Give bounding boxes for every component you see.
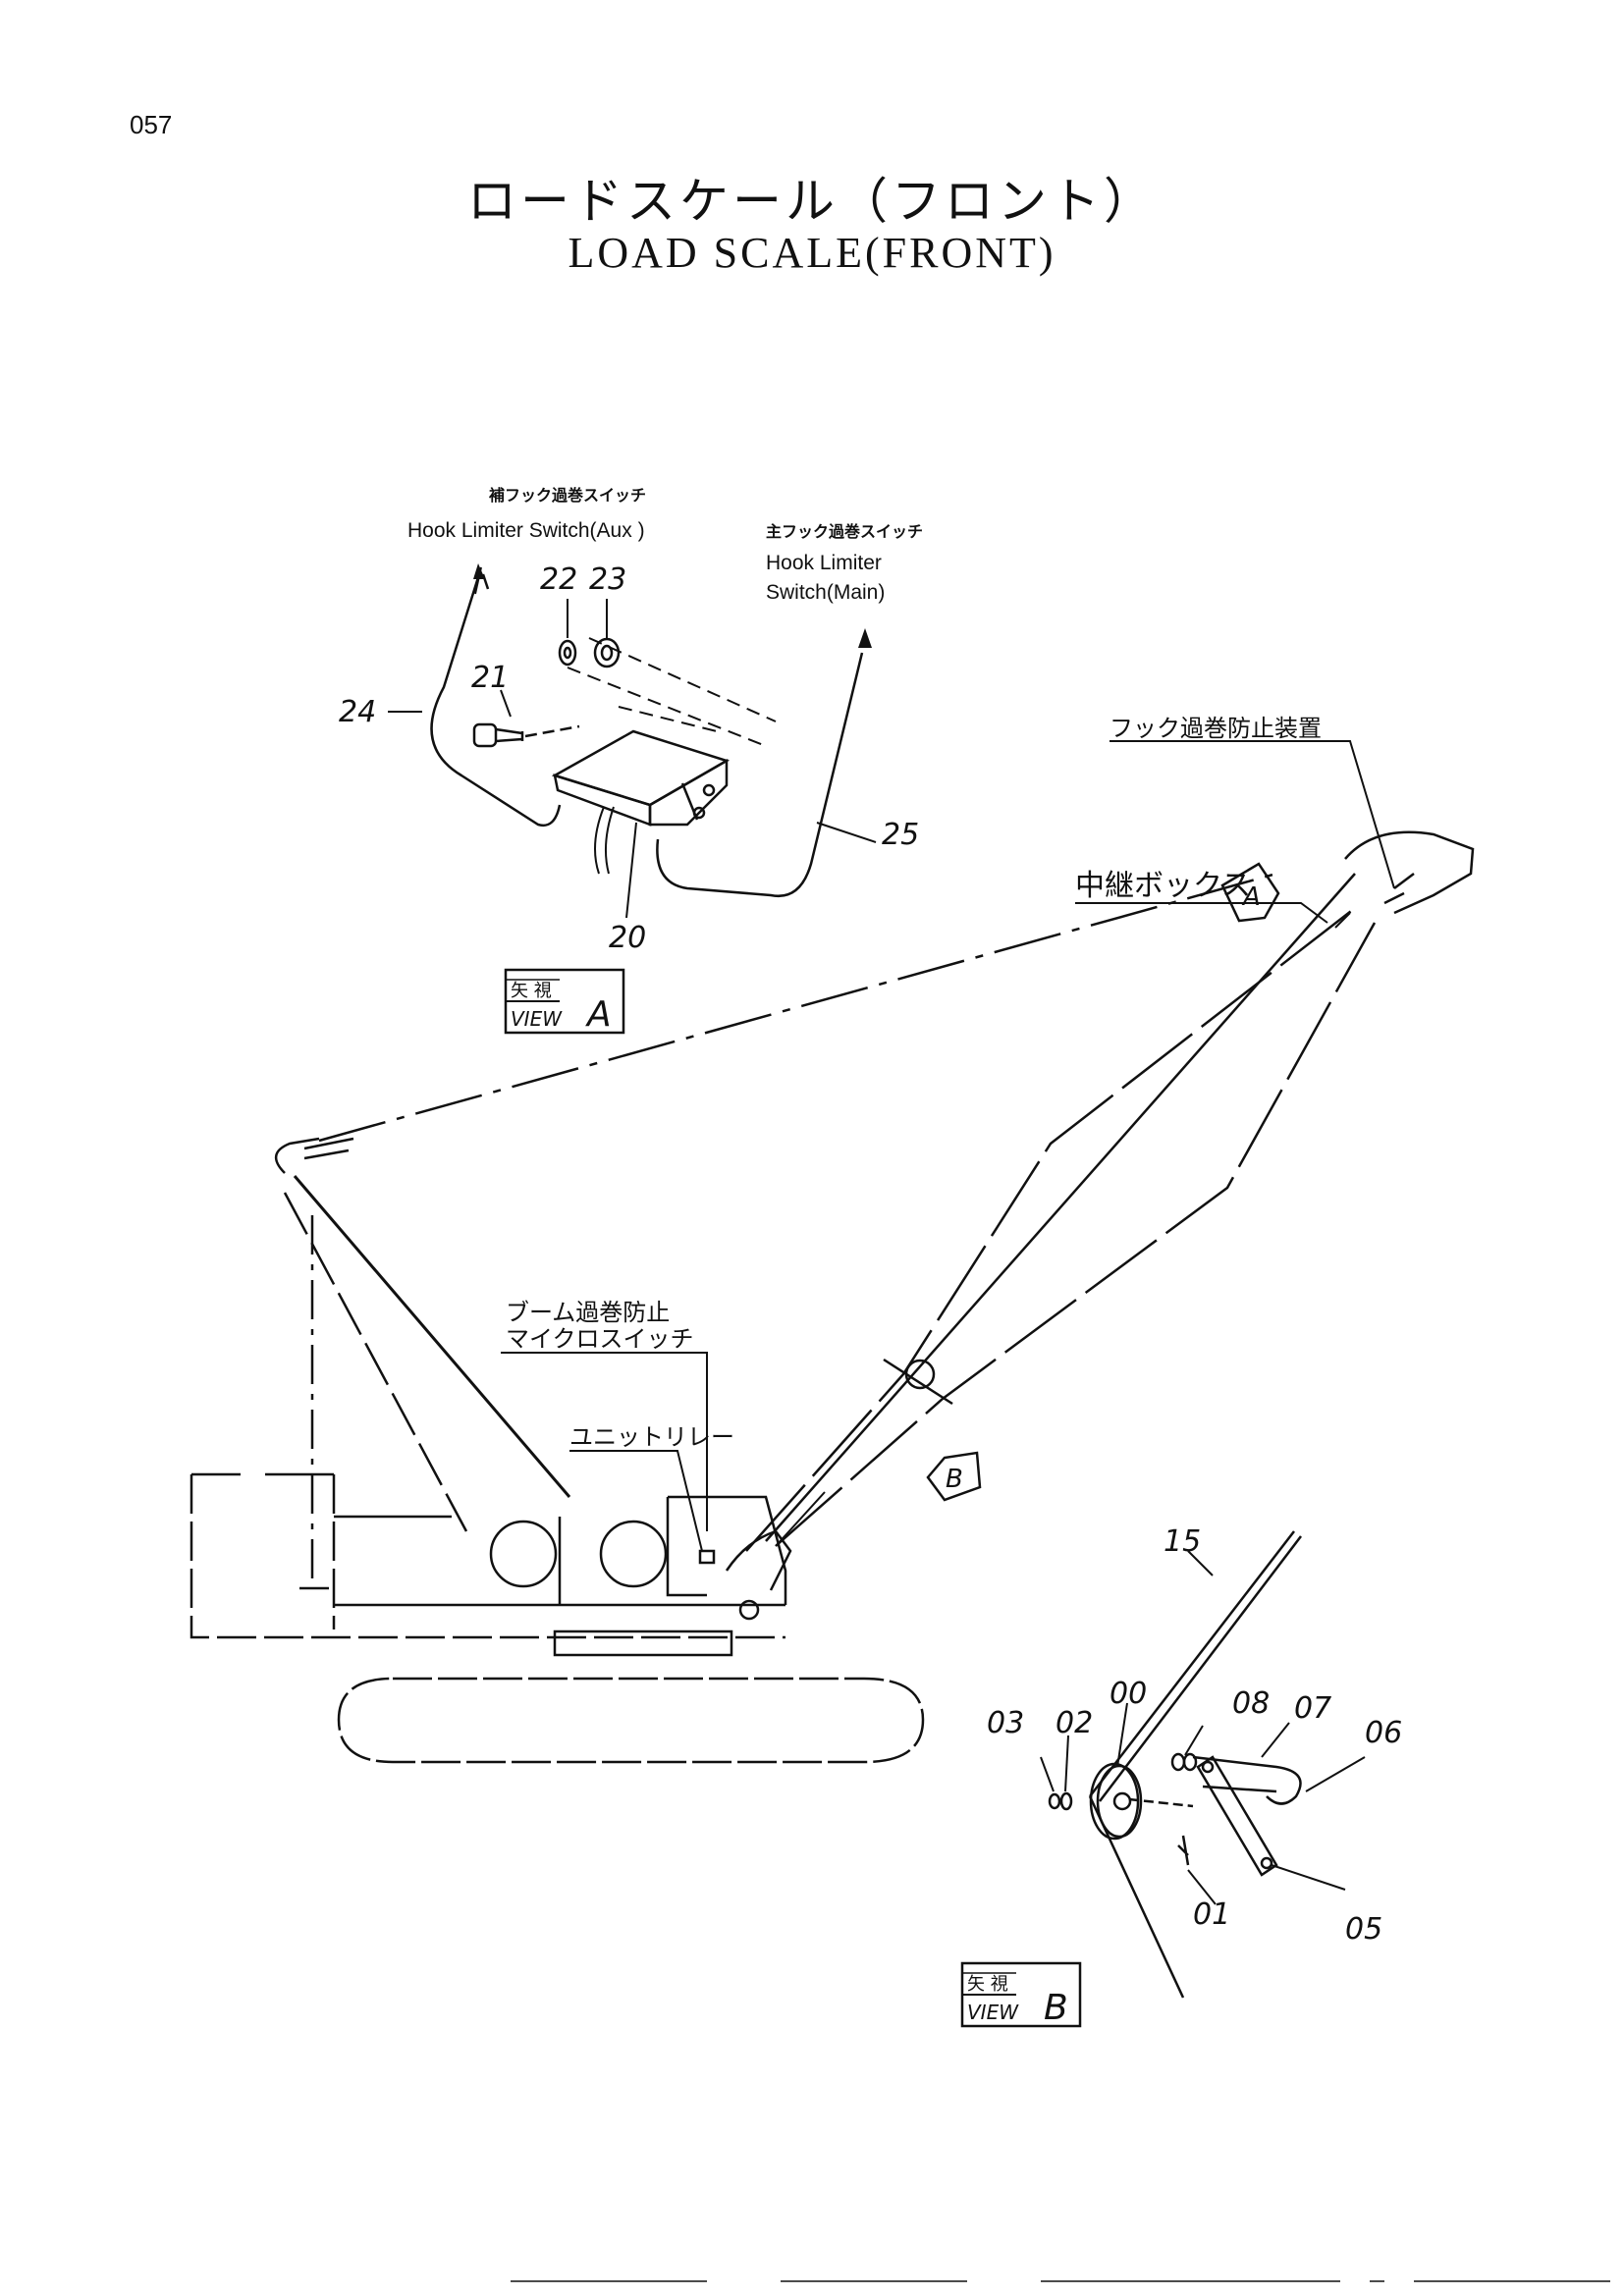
part-number-21: 21 [471,661,509,695]
relay-box-label: 中継ボックス [1075,869,1251,903]
part-number-24: 24 [339,695,376,729]
boom [745,907,1356,1552]
view-a-label [504,968,625,1035]
arrow-letter-b: B [946,1465,963,1494]
hoist-drum [599,1520,668,1588]
unit-relay-label: ユニットリレー [569,1423,734,1451]
part-number-25: 25 [882,818,919,852]
aux-switch-label-jp: 補フック過巻スイッチ [488,486,646,505]
view-a-arrow [1220,862,1280,923]
boom-switch-label-2: マイクロスイッチ [506,1325,694,1353]
view-b-label-en: VIEW [967,2001,1019,2024]
arrow-letter-a: A [1241,882,1261,912]
hook-overwind-device-label: フック過巻防止装置 [1110,715,1322,742]
view-b-label-letter: B [1044,1988,1068,2028]
part-number-03: 03 [987,1706,1024,1740]
part-number-05: 05 [1345,1912,1382,1947]
part-number-00: 00 [1110,1677,1147,1711]
main-switch-label-en-1: Hook Limiter [766,552,882,574]
washer [558,639,577,667]
page-title-japanese: ロードスケール（フロント） [467,173,1157,230]
part-number-22: 22 [540,562,577,597]
view-b-detail [1040,1530,1366,1999]
main-switch-label-en-2: Switch(Main) [766,581,885,604]
main-switch-label-jp: 主フック過巻スイッチ [766,522,923,541]
page-number: 057 [130,110,173,139]
crawler-track [337,1677,925,1764]
hoist-drum [489,1520,558,1588]
part-number-20: 20 [609,921,646,955]
view-b-arrow [926,1451,982,1502]
load-scale-box [551,729,731,827]
part-number-02: 02 [1056,1706,1093,1740]
part-number-15: 15 [1164,1524,1201,1559]
aux-switch-cable [430,573,562,828]
view-a-detail [388,563,877,919]
main-switch-cable [656,652,864,898]
part-number-07: 07 [1294,1691,1331,1726]
aux-switch-label-en: Hook Limiter Switch(Aux ) [407,519,645,542]
crawler-crane-outline [189,740,1475,1764]
bracket [1196,1755,1278,1877]
view-a-label-en: VIEW [511,1007,563,1031]
sheave [1089,1762,1143,1841]
page-title-english: LOAD SCALE(FRONT) [568,229,1056,277]
u-bolt [1192,1755,1302,1805]
view-b-label [960,1961,1082,2028]
view-a-label-jp: 矢 視 [511,981,552,1001]
part-number-08: 08 [1232,1686,1270,1721]
wire-rope [1089,1530,1295,1797]
boom-switch-label-1: ブーム過巻防止 [506,1299,670,1326]
part-number-01: 01 [1193,1897,1230,1932]
part-number-23: 23 [589,562,626,597]
view-a-label-letter: A [585,994,612,1035]
part-number-06: 06 [1365,1716,1402,1750]
bolt [472,722,580,748]
nut [593,637,621,668]
view-b-label-jp: 矢 視 [967,1974,1008,1995]
